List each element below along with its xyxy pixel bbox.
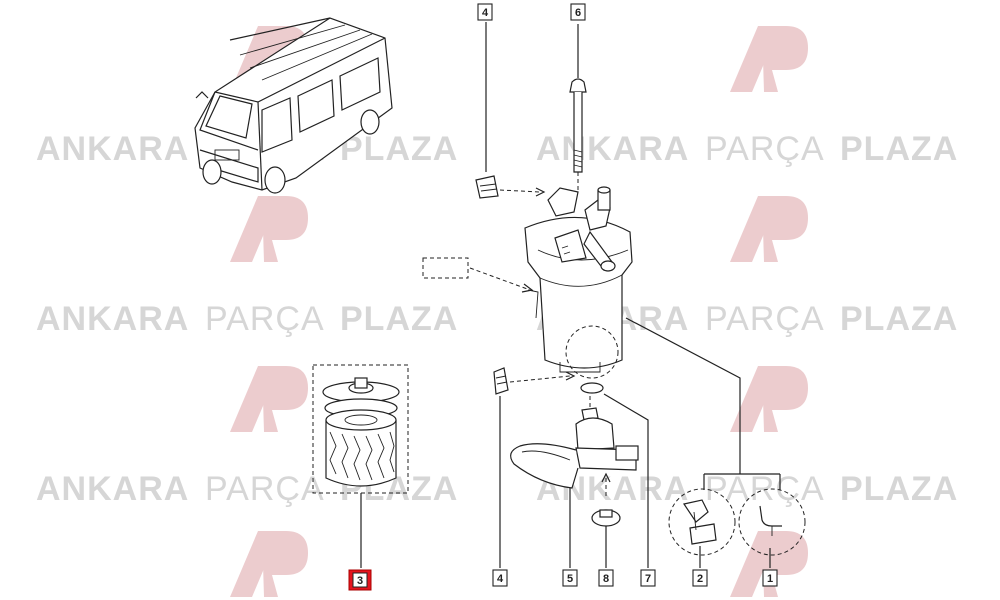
watermark-word-plaza: PLAZA xyxy=(840,300,958,338)
fitting-lower-part xyxy=(493,367,576,568)
callout-box xyxy=(640,569,656,587)
filter-housing xyxy=(524,186,633,394)
watermark-word-ankara: ANKARA xyxy=(36,130,189,168)
watermark-word-parca: PARÇA xyxy=(205,300,325,338)
callout-label[interactable]: 6 xyxy=(570,3,586,21)
callout-label-selected[interactable]: 3 xyxy=(348,569,372,591)
callout-number: 4 xyxy=(482,7,489,19)
callout-label[interactable]: 2 xyxy=(692,569,708,587)
callout-number: 2 xyxy=(697,573,703,585)
fitting-upper-part xyxy=(475,22,546,199)
watermark-layer: ANKARA PARÇA PLAZA ANKARA PARÇA PLAZA AN… xyxy=(36,26,958,597)
callout-label[interactable]: 4 xyxy=(492,569,508,587)
watermark-word-plaza: PLAZA xyxy=(840,130,958,168)
detail-circle-part-2 xyxy=(668,488,736,568)
callout-box xyxy=(598,569,614,587)
watermark-text-row: ANKARA PARÇA PLAZA ANKARA PARÇA PLAZA xyxy=(36,470,958,508)
callout-number: 4 xyxy=(497,573,504,585)
callout-number: 1 xyxy=(767,573,773,585)
watermark-word-parca: PARÇA xyxy=(205,470,325,508)
van-illustration xyxy=(194,17,393,194)
reference-box xyxy=(422,257,534,293)
watermark-logo xyxy=(730,531,808,597)
callout-number: 3 xyxy=(357,575,363,587)
callout-box xyxy=(692,569,708,587)
watermark-word-parca: PARÇA xyxy=(705,130,825,168)
watermark-word-plaza: PLAZA xyxy=(340,300,458,338)
connector-part xyxy=(591,472,621,568)
callout-number: 7 xyxy=(645,573,651,585)
watermark-logo xyxy=(730,196,808,262)
watermark-word-plaza: PLAZA xyxy=(340,130,458,168)
callout-box xyxy=(492,569,508,587)
watermark-text-row: ANKARA PARÇA PLAZA ANKARA PARÇA PLAZA xyxy=(36,300,958,338)
callout-number: 8 xyxy=(603,573,609,585)
heater-sensor-part xyxy=(510,396,639,568)
callout-box xyxy=(562,569,578,587)
callout-box xyxy=(570,3,586,21)
callout-number: 5 xyxy=(567,573,573,585)
callout-box xyxy=(477,3,493,21)
callout-label[interactable]: 7 xyxy=(640,569,656,587)
watermark-word-ankara: ANKARA xyxy=(36,470,189,508)
o-ring-part xyxy=(603,393,649,568)
detail-circle-part-1 xyxy=(738,488,806,568)
callout-number: 6 xyxy=(575,7,581,19)
watermark-word-ankara: ANKARA xyxy=(36,300,189,338)
callout-label[interactable]: 5 xyxy=(562,569,578,587)
watermark-logo xyxy=(230,196,308,262)
callout-label[interactable]: 8 xyxy=(598,569,614,587)
watermark-word-parca: PARÇA xyxy=(705,300,825,338)
bolt-part xyxy=(569,24,587,190)
callout-box-inner xyxy=(352,572,368,588)
filter-element-part xyxy=(312,364,409,568)
watermark-word-plaza: PLAZA xyxy=(840,470,958,508)
watermark-logo xyxy=(730,366,808,432)
callout-label[interactable]: 1 xyxy=(762,569,778,587)
watermark-text-row: ANKARA PARÇA PLAZA ANKARA PARÇA PLAZA xyxy=(36,130,958,168)
watermark-word-parca: PARÇA xyxy=(705,470,825,508)
watermark-logo xyxy=(730,26,808,92)
detail-leaders xyxy=(625,317,781,490)
watermark-logo xyxy=(230,531,308,597)
watermark-word-ankara: ANKARA xyxy=(536,130,689,168)
watermark-logo xyxy=(230,366,308,432)
callout-box xyxy=(762,569,778,587)
callout-label[interactable]: 4 xyxy=(477,3,493,21)
